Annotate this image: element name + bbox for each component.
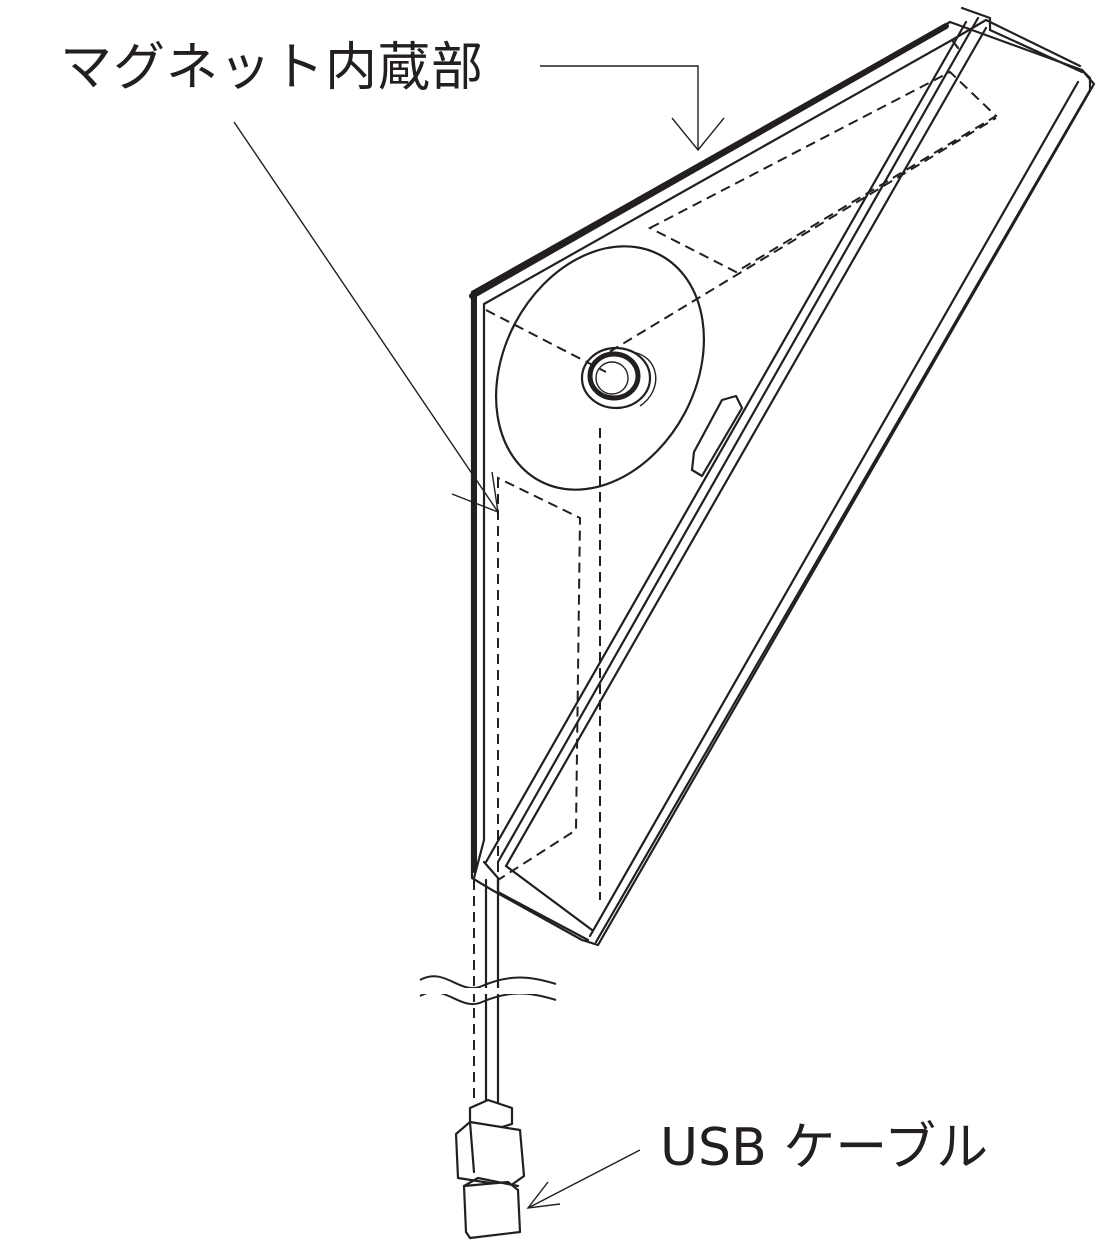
- usb-leader-line: [526, 1149, 641, 1209]
- usb-cable: [419, 878, 557, 1106]
- usb-cable-label: USB ケーブル: [660, 1118, 989, 1178]
- magnet-section-label: マグネット内蔵部: [60, 38, 485, 98]
- suction-pad: [494, 245, 706, 491]
- usb-connector: [454, 1098, 526, 1240]
- magnet-compartment-upper: [485, 70, 998, 373]
- device-body: [469, 6, 1096, 947]
- magnet-leader-lines: [233, 65, 725, 514]
- magnet-compartment-lower: [497, 428, 601, 900]
